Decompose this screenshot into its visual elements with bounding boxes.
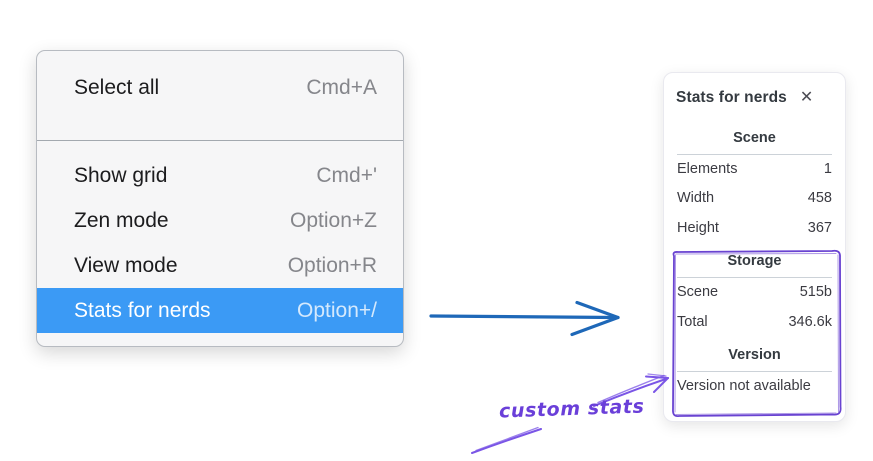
stat-value: 367 [807, 219, 832, 236]
custom-stats-tail-line [471, 426, 542, 454]
section-heading-scene: Scene [733, 130, 776, 146]
stats-panel-title: Stats for nerds [676, 89, 787, 106]
stat-label: Width [677, 190, 715, 207]
stat-label: Height [677, 219, 719, 236]
stat-row-elements: Elements 1 [676, 155, 833, 184]
section-divider [677, 154, 832, 155]
menu-item-show-grid[interactable]: Show grid Cmd+' [37, 153, 403, 198]
close-icon[interactable]: ✕ [799, 89, 814, 106]
menu-item-label: Select all [74, 75, 160, 99]
stat-value: 515b [799, 284, 832, 301]
context-menu: Select all Cmd+A Show grid Cmd+' Zen mod… [36, 50, 404, 347]
custom-stats-label: custom stats [498, 395, 645, 423]
menu-item-label: View mode [74, 253, 178, 277]
custom-stats-arrow [593, 373, 669, 407]
stat-row-width: Width 458 [676, 184, 833, 213]
menu-item-shortcut: Cmd+A [306, 75, 377, 99]
menu-item-zen-mode[interactable]: Zen mode Option+Z [37, 198, 403, 243]
menu-item-select-all[interactable]: Select all Cmd+A [37, 65, 403, 110]
menu-item-stats-for-nerds[interactable]: Stats for nerds Option+/ [37, 288, 403, 333]
menu-item-label: Zen mode [74, 208, 169, 232]
menu-item-label: Show grid [74, 163, 168, 187]
section-heading-version: Version [728, 347, 781, 364]
stat-label: Total [677, 313, 708, 330]
stat-row-height: Height 367 [676, 214, 833, 243]
stat-row-total-storage: Total 346.6k [676, 308, 833, 337]
menu-separator [37, 140, 403, 141]
version-note: Version not available [677, 378, 811, 395]
stats-panel-header: Stats for nerds ✕ [676, 88, 833, 108]
menu-item-shortcut: Option+R [287, 253, 377, 277]
stat-value: 458 [807, 190, 832, 207]
pointer-arrow [429, 300, 620, 337]
stat-value: 1 [823, 161, 832, 177]
menu-item-shortcut: Option+Z [290, 208, 377, 232]
section-heading-storage: Storage [727, 253, 782, 270]
menu-item-label: Stats for nerds [74, 298, 211, 322]
menu-item-view-mode[interactable]: View mode Option+R [37, 243, 403, 288]
stat-row-scene-storage: Scene 515b [676, 278, 833, 307]
stat-label: Scene [677, 284, 719, 301]
menu-item-shortcut: Option+/ [297, 298, 377, 322]
stats-panel: Stats for nerds ✕ Scene Elements 1 Width… [663, 72, 846, 422]
menu-item-shortcut: Cmd+' [316, 163, 377, 187]
stat-value: 346.6k [788, 313, 832, 330]
stat-label: Elements [677, 161, 738, 177]
